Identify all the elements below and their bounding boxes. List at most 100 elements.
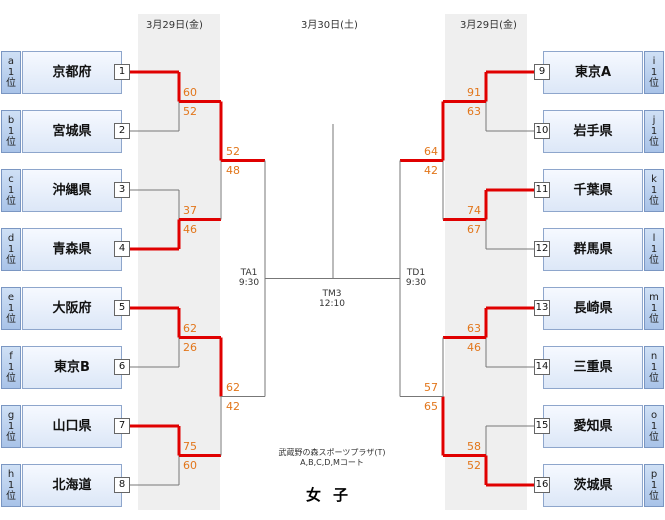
score-value: 46	[467, 340, 481, 354]
venue-courts: A,B,C,D,Mコート	[300, 458, 364, 467]
score-value: 63	[467, 321, 481, 335]
team-name: 青森県	[22, 228, 122, 271]
seed-number: 8	[114, 477, 130, 493]
position-char: j	[652, 115, 656, 126]
team-name: 宮城県	[22, 110, 122, 153]
venue-info: 武蔵野の森スポーツプラザ(T) A,B,C,D,Mコート	[252, 448, 412, 468]
seed-number: 15	[534, 418, 550, 434]
score-value: 74	[467, 203, 481, 217]
seed-number: 13	[534, 300, 550, 316]
score-value: 65	[424, 399, 438, 413]
center-date-header: 3月30日(土)	[301, 20, 358, 31]
score-value: 52	[226, 144, 240, 158]
team-name: 愛知県	[543, 405, 643, 448]
match-tm3-time: 12:10	[319, 299, 345, 309]
score-value: 64	[424, 144, 438, 158]
position-char: d	[7, 233, 15, 244]
bracket-title: 女子	[306, 486, 361, 504]
position-char: p	[650, 469, 658, 480]
score-value: 26	[183, 340, 197, 354]
position-char: 位	[649, 78, 659, 89]
score-value: 60	[183, 85, 197, 99]
seed-number: 7	[114, 418, 130, 434]
position-char: n	[650, 351, 658, 362]
team-name: 岩手県	[543, 110, 643, 153]
position-char: 位	[649, 196, 659, 207]
team-name: 東京B	[22, 346, 122, 389]
position-char: 1	[7, 303, 15, 314]
position-char: 位	[6, 491, 16, 502]
position-char: 1	[650, 244, 658, 255]
position-char: 位	[6, 255, 16, 266]
position-char: 位	[649, 432, 659, 443]
left-date-header: 3月29日(金)	[146, 20, 203, 31]
position-char: m	[649, 292, 659, 303]
team-name: 群馬県	[543, 228, 643, 271]
seed-number: 3	[114, 182, 130, 198]
score-value: 42	[226, 399, 240, 413]
score-value: 52	[467, 458, 481, 472]
position-char: 1	[650, 126, 658, 137]
position-char: 位	[6, 196, 16, 207]
position-char: 位	[649, 255, 659, 266]
team-name: 長崎県	[543, 287, 643, 330]
match-td1-time: 9:30	[405, 278, 427, 288]
score-value: 57	[424, 380, 438, 394]
position-char: h	[7, 469, 15, 480]
seed-number: 5	[114, 300, 130, 316]
position-char: 1	[7, 244, 15, 255]
position-char: 位	[6, 373, 16, 384]
position-char: o	[650, 410, 658, 421]
match-ta1-code: TA1	[240, 268, 258, 278]
position-char: g	[7, 410, 15, 421]
position-char: 1	[7, 421, 15, 432]
team-name: 東京A	[543, 51, 643, 94]
position-char: 1	[650, 362, 658, 373]
seed-number: 9	[534, 64, 550, 80]
position-char: 位	[6, 78, 16, 89]
seed-number: 1	[114, 64, 130, 80]
match-td1: TD1 9:30	[399, 268, 433, 288]
score-value: 48	[226, 163, 240, 177]
position-char: 位	[649, 491, 659, 502]
position-char: 1	[7, 480, 15, 491]
score-value: 75	[183, 439, 197, 453]
venue-name: 武蔵野の森スポーツプラザ(T)	[278, 448, 386, 457]
seed-number: 14	[534, 359, 550, 375]
team-name: 千葉県	[543, 169, 643, 212]
team-name: 三重県	[543, 346, 643, 389]
position-char: 1	[650, 185, 658, 196]
score-value: 62	[226, 380, 240, 394]
score-value: 42	[424, 163, 438, 177]
team-name: 沖縄県	[22, 169, 122, 212]
position-char: e	[7, 292, 15, 303]
score-value: 67	[467, 222, 481, 236]
position-char: 位	[6, 314, 16, 325]
position-char: 1	[7, 362, 15, 373]
right-date-header: 3月29日(金)	[460, 20, 517, 31]
position-char: b	[7, 115, 15, 126]
team-name: 山口県	[22, 405, 122, 448]
seed-number: 11	[534, 182, 550, 198]
position-char: l	[652, 233, 656, 244]
position-char: 1	[7, 67, 15, 78]
score-value: 63	[467, 104, 481, 118]
score-value: 58	[467, 439, 481, 453]
position-char: 位	[6, 137, 16, 148]
position-char: 1	[650, 421, 658, 432]
score-value: 91	[467, 85, 481, 99]
match-td1-code: TD1	[406, 268, 426, 278]
position-char: i	[652, 56, 656, 67]
